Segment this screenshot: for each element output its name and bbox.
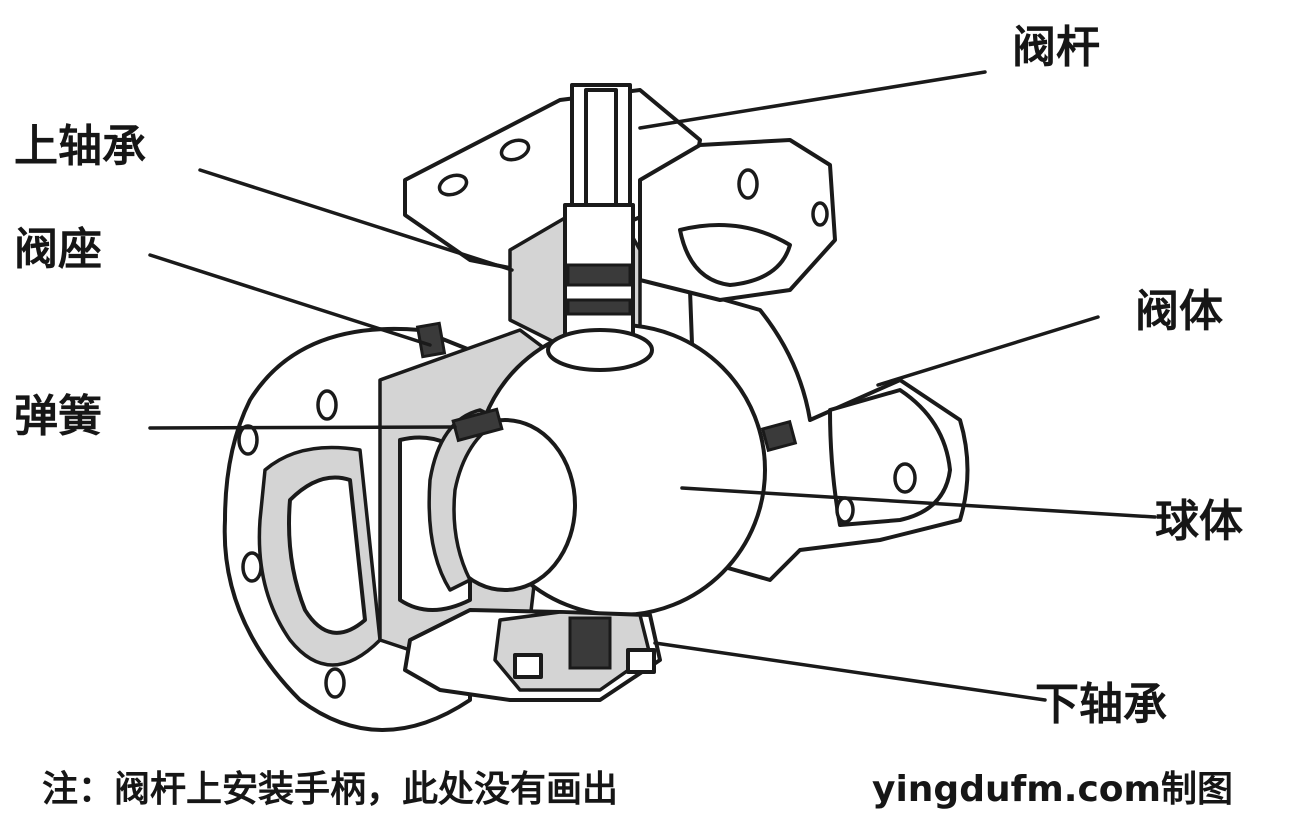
leader-upper-bearing [198,168,514,272]
label-ball: 球体 [1155,496,1243,547]
leader-seat [148,253,432,347]
label-spring: 弹簧 [14,391,102,442]
leader-lower-bearing [653,641,1047,702]
leader-spring [148,425,457,430]
label-stem: 阀杆 [1012,22,1100,73]
label-body: 阀体 [1135,286,1223,337]
leader-stem [638,70,987,130]
seat-and-spring [415,321,798,453]
leader-body [876,315,1100,387]
stem [546,83,654,372]
label-lower-bearing: 下轴承 [1035,679,1167,730]
label-upper-bearing: 上轴承 [14,121,146,172]
footer-credit: yingdufm.com制图 [872,769,1234,810]
footer-note: 注：阀杆上安装手柄，此处没有画出 [42,769,619,810]
lower-bearing-assembly [403,608,662,702]
leader-lines [148,70,1157,702]
label-seat: 阀座 [14,224,102,275]
leader-ball [680,486,1157,519]
